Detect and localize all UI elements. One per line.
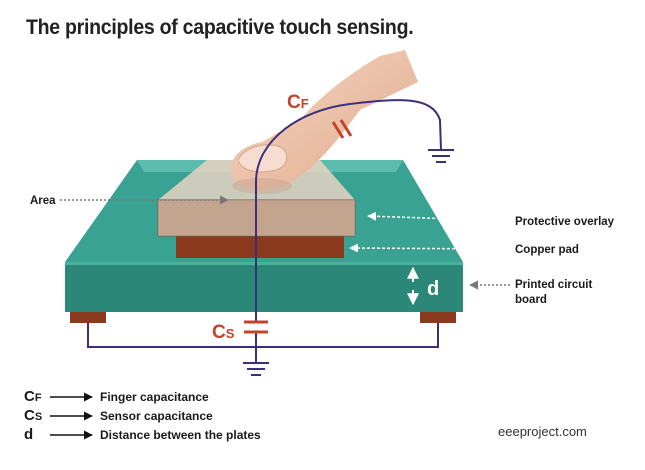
- ground-symbol-bottom: [243, 362, 269, 376]
- legend-arrow-icon: [50, 430, 93, 439]
- finger-capacitor-symbol: [331, 119, 353, 139]
- copper-pad-label: Copper pad: [515, 244, 579, 256]
- finger-illustration: [230, 50, 418, 194]
- legend-arrow-icon: [50, 411, 93, 420]
- legend-row-distance: d Distance between the plates: [24, 426, 261, 443]
- copper-pad-arrow: [349, 243, 511, 253]
- finger-wire: [255, 99, 442, 183]
- ground-symbol-top: [428, 149, 454, 163]
- area-label: Area: [30, 195, 56, 207]
- sensor-capacitor-symbol: [244, 320, 268, 334]
- distance-label: d: [427, 278, 439, 300]
- legend-arrow-icon: [50, 392, 93, 401]
- copper-foot-right: [420, 312, 456, 323]
- copper-foot-left: [70, 312, 106, 323]
- legend-text: Distance between the plates: [100, 427, 261, 442]
- copper-pad: [176, 236, 344, 258]
- pcb-label-line2: board: [515, 294, 547, 306]
- cf-label: CF: [287, 92, 309, 113]
- page-title: The principles of capacitive touch sensi…: [26, 16, 414, 39]
- protective-overlay-arrow: [367, 211, 511, 222]
- bottom-circuit-wire: [87, 323, 439, 348]
- pcb-label-line1: Printed circuit: [515, 279, 592, 291]
- protective-overlay-label: Protective overlay: [515, 216, 615, 228]
- legend-row-sensor: CS Sensor capacitance: [24, 407, 213, 424]
- watermark: eeeproject.com: [498, 424, 587, 439]
- legend-text: Sensor capacitance: [100, 408, 213, 423]
- legend: CF Finger capacitance CS Sensor capacita…: [24, 387, 261, 444]
- legend-text: Finger capacitance: [100, 389, 209, 404]
- cs-label: CS: [212, 322, 235, 343]
- legend-row-finger: CF Finger capacitance: [24, 388, 209, 405]
